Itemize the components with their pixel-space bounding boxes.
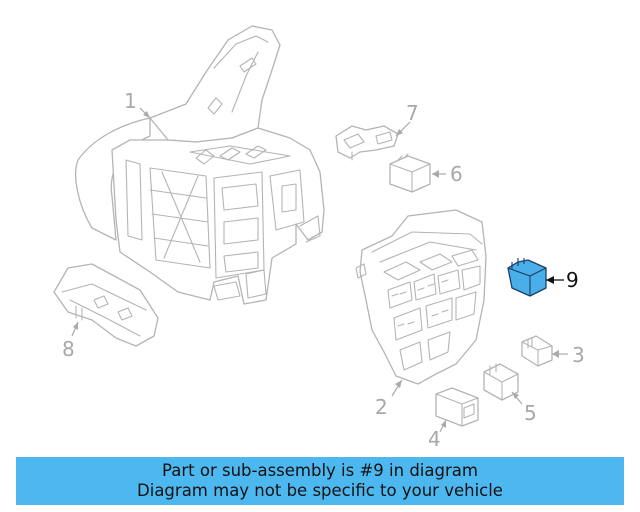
part-3-fuse[interactable] bbox=[521, 335, 553, 367]
callout-8: 8 bbox=[62, 337, 75, 361]
part-1-bracket[interactable] bbox=[75, 25, 325, 305]
callout-4: 4 bbox=[428, 427, 441, 451]
callout-6: 6 bbox=[450, 162, 463, 186]
part-4-relay[interactable] bbox=[435, 387, 479, 427]
part-7-clip[interactable] bbox=[335, 125, 399, 161]
callout-1: 1 bbox=[124, 89, 137, 113]
banner-line-2: Diagram may not be specific to your vehi… bbox=[137, 481, 503, 500]
part-2-fuse-box[interactable] bbox=[355, 209, 487, 385]
banner-line-1: Part or sub-assembly is #9 in diagram bbox=[162, 461, 478, 480]
callout-9: 9 bbox=[566, 268, 579, 292]
part-8-tray[interactable] bbox=[53, 263, 159, 347]
leader-lines bbox=[71, 107, 568, 433]
callout-3: 3 bbox=[572, 343, 585, 367]
callout-7: 7 bbox=[406, 101, 419, 125]
callout-5: 5 bbox=[524, 401, 537, 425]
part-5-relay[interactable] bbox=[483, 363, 519, 401]
callout-2: 2 bbox=[375, 395, 388, 419]
part-6-relay[interactable] bbox=[389, 153, 431, 193]
parts-diagram: 1 2 3 4 5 6 7 8 9 bbox=[53, 25, 585, 451]
info-banner: Part or sub-assembly is #9 in diagram Di… bbox=[16, 457, 624, 505]
part-9-relay-highlighted[interactable] bbox=[507, 258, 547, 297]
